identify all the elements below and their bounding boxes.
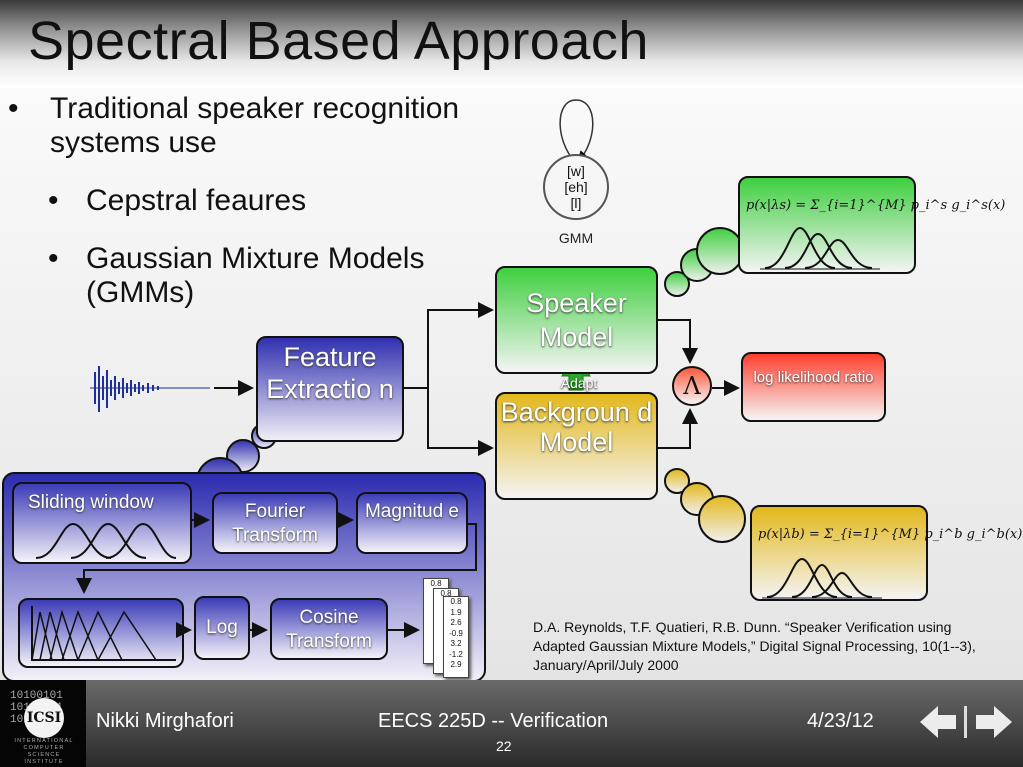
- bullet-sub-1-text: Cepstral feaures: [86, 184, 307, 217]
- footer-author: Nikki Mirghafori: [96, 710, 234, 732]
- speaker-model-label: Speaker Model: [526, 288, 627, 352]
- background-model-box: Backgroun d Model: [495, 392, 658, 500]
- speaker-gmm-equation: p(x|λs) = Σ_{i=1}^{M} p_i^s g_i^s(x): [746, 198, 1006, 213]
- magnitude-box: Magnitud e: [356, 492, 468, 554]
- feature-extraction-panel: Sliding window Fourier Transform Magnitu…: [2, 472, 486, 682]
- gmm-label: GMM: [558, 230, 594, 246]
- cepstral-value: 3.2: [450, 639, 462, 648]
- bullet-dot: •: [48, 242, 59, 275]
- feature-extraction-label: Feature Extractio n: [266, 342, 394, 404]
- logo-name: ICSI: [24, 698, 64, 738]
- llr-box: log likelihood ratio: [741, 352, 886, 422]
- panel-arrows: [76, 512, 477, 638]
- window-curves: [36, 522, 176, 559]
- cepstral-value: 2.6: [450, 618, 462, 627]
- cepstral-value: 0.8: [450, 597, 462, 606]
- footer-date: 4/23/12: [807, 710, 874, 732]
- log-label: Log: [206, 617, 238, 638]
- cosine-transform-label: Cosine Transform: [286, 607, 372, 652]
- fourier-transform-box: Fourier Transform: [212, 492, 338, 554]
- reference-citation: D.A. Reynolds, T.F. Quatieri, R.B. Dunn.…: [533, 619, 976, 673]
- arrow-right-icon[interactable]: [974, 704, 1014, 740]
- cepstral-vector-front: 0.8 1.9 2.6 -0.9 3.2 -1.2 2.9: [443, 596, 469, 678]
- speech-waveform: [90, 366, 210, 412]
- logo-subtitle: INTERNATIONAL COMPUTER SCIENCE INSTITUTE: [14, 738, 74, 765]
- bullet-dot: •: [48, 184, 59, 217]
- background-gmm-equation-box: p(x|λb) = Σ_{i=1}^{M} p_i^b g_i^b(x): [750, 505, 1022, 601]
- slide-title: Spectral Based Approach: [28, 11, 649, 71]
- gaussian-curves-background: [762, 557, 882, 599]
- llr-label: log likelihood ratio: [753, 369, 874, 386]
- cosine-transform-box: Cosine Transform: [270, 598, 388, 660]
- background-model-label: Backgroun d Model: [500, 397, 653, 457]
- footer-course: EECS 225D -- Verification: [378, 710, 609, 732]
- background-gmm-equation: p(x|λb) = Σ_{i=1}^{M} p_i^b g_i^b(x): [758, 527, 1023, 542]
- adapt-label: Adapt: [560, 375, 598, 391]
- bullet-sub-2-text: Gaussian Mixture Models (GMMs): [86, 242, 425, 309]
- icsi-logo: 10100101 10100101 10100101 ICSI INTERNAT…: [0, 680, 86, 767]
- gmm-state-w: [w]: [567, 163, 585, 179]
- nav-divider: [964, 706, 967, 738]
- slide-footer: 10100101 10100101 10100101 ICSI INTERNAT…: [0, 680, 1023, 767]
- sliding-window-box: Sliding window: [12, 482, 192, 564]
- fourier-transform-label: Fourier Transform: [232, 501, 318, 546]
- cepstral-value: 0.8: [430, 579, 442, 588]
- bullet-dot: •: [8, 92, 19, 125]
- mel-filterbank-box: [18, 598, 184, 668]
- bullet-main-text: Traditional speaker recognition systems …: [50, 92, 460, 159]
- cepstral-value: -1.2: [449, 649, 463, 659]
- gmm-states: [w] [eh] [l]: [556, 163, 596, 211]
- gmm-state-circle: [543, 154, 609, 220]
- gmm-state-l: [l]: [570, 195, 582, 211]
- gaussian-curves-speaker: [760, 226, 880, 270]
- log-box: Log: [194, 596, 250, 660]
- speaker-model-box: Speaker Model: [495, 266, 658, 374]
- arrow-left-icon[interactable]: [918, 704, 958, 740]
- slide-number: 22: [496, 738, 512, 754]
- filterbank-triangles: [31, 606, 176, 661]
- sliding-window-label: Sliding window: [28, 492, 154, 513]
- speaker-gmm-equation-box: p(x|λs) = Σ_{i=1}^{M} p_i^s g_i^s(x): [738, 176, 1005, 274]
- title-bar: Spectral Based Approach: [0, 0, 1023, 88]
- gmm-state-eh: [eh]: [564, 179, 588, 195]
- magnitude-label: Magnitud e: [364, 501, 459, 522]
- cepstral-value: 2.9: [450, 660, 462, 669]
- feature-extraction-box: Feature Extractio n: [256, 336, 404, 442]
- cepstral-value: 1.9: [450, 607, 462, 617]
- cepstral-value: 0.8: [440, 589, 452, 598]
- lambda-node: Λ: [672, 366, 712, 406]
- cepstral-value: -0.9: [449, 628, 463, 638]
